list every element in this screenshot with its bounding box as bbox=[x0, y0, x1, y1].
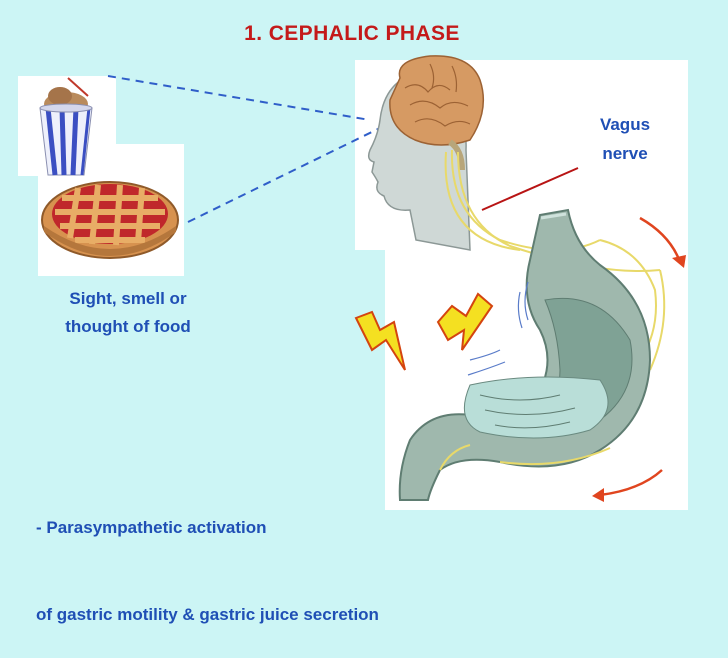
head-brain-illustration bbox=[367, 55, 485, 251]
stomach-illustration bbox=[398, 208, 652, 501]
lightning-icon bbox=[354, 292, 494, 371]
note-line-1: - Parasympathetic activation bbox=[36, 518, 267, 537]
food-label-line-2: thought of food bbox=[65, 317, 191, 336]
vagus-label-line-1: Vagus bbox=[599, 115, 651, 134]
food-label-line-1: Sight, smell or bbox=[69, 289, 187, 308]
milkshake-icon bbox=[39, 77, 93, 176]
motility-strokes bbox=[467, 281, 529, 376]
vagus-pointer-line bbox=[481, 167, 579, 211]
note-line-2: of gastric motility & gastric juice secr… bbox=[36, 605, 379, 624]
pie-icon bbox=[41, 181, 179, 259]
food-stimulus-label: Sight, smell or thought of food bbox=[30, 285, 226, 341]
dashed-line-pie bbox=[187, 127, 381, 223]
arrow-head-top bbox=[672, 255, 686, 268]
dashed-line-milkshake bbox=[107, 75, 371, 121]
cephalic-phase-illustration bbox=[18, 55, 688, 510]
arrow-head-bottom bbox=[592, 488, 604, 502]
vagus-label-line-2: nerve bbox=[602, 144, 648, 163]
vagus-nerve-label: Vagus nerve bbox=[590, 110, 660, 168]
slide-title: 1. CEPHALIC PHASE bbox=[244, 22, 460, 45]
activation-note: - Parasympathetic activation of gastric … bbox=[36, 455, 379, 658]
